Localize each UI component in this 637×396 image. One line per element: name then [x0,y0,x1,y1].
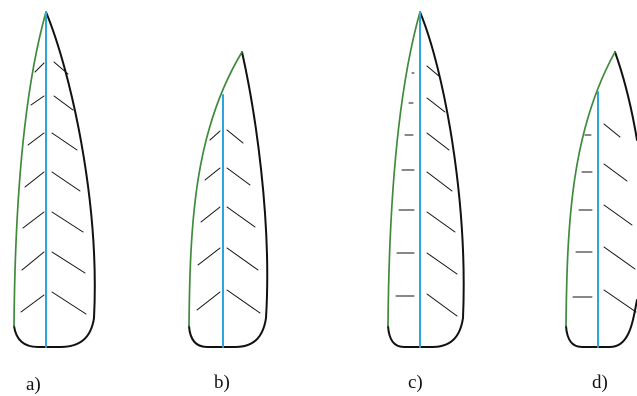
panel-b: b) [189,52,267,393]
leaf-b-vein [227,130,243,143]
leaf-c-vein [427,212,455,232]
leaf-b-vein [227,248,258,270]
leaf-a-vein [52,252,85,273]
leaf-b-vein [227,207,255,227]
leaf-d-outline [566,52,637,347]
panel-d: d) [566,52,637,393]
leaf-a-vein [52,212,83,232]
leaf-c-left-edge [388,12,420,326]
leaf-b-vein [227,168,250,185]
leaf-a-vein [28,133,44,145]
leaf-d-vein [604,124,620,137]
leaf-a-vein [35,63,44,72]
leaf-a-left-edge [14,12,46,326]
leaf-a-vein [25,172,44,187]
leaf-d-vein [604,205,632,225]
leaf-b-vein [197,292,220,310]
leaf-a-vein [54,96,73,110]
leaf-b-vein [198,248,220,265]
leaf-b-vein [201,207,220,222]
leaf-a-vein [52,292,86,314]
leaf-c-vein [427,294,457,316]
leaf-c-vein [427,98,445,112]
caption-d: d) [592,372,608,393]
leaf-b-vein [205,168,220,180]
panel-c: c) [388,12,464,393]
caption-a: a) [26,374,41,395]
leaf-b-outline [189,52,267,347]
leaf-a-vein [31,96,44,105]
leaf-d-vein [604,247,635,269]
leaf-c-vein [427,253,457,274]
leaf-b-vein [210,131,220,140]
leaf-d-vein [604,164,627,181]
leaf-d-vein [604,290,636,312]
leaf-c-vein [427,172,452,191]
leaf-a-vein [52,133,77,150]
leaf-a-vein [52,172,80,191]
caption-c: c) [408,372,423,393]
leaf-c-outline [388,12,464,347]
leaf-b-veins [197,130,260,313]
leaf-b-vein [227,290,260,313]
leaf-d-left-edge [566,52,615,326]
leaf-c-veins [396,66,457,316]
leaf-c-vein [427,133,449,150]
leaf-a-veins [21,62,86,314]
panel-a: a) [14,12,95,395]
leaf-a-vein [23,212,44,228]
leaf-a-vein [22,252,44,270]
leaf-b-left-edge [189,52,242,326]
leaf-d-veins [573,124,636,312]
caption-b: b) [214,372,230,393]
leaf-a-vein [54,62,68,74]
leaf-a-vein [21,295,44,312]
